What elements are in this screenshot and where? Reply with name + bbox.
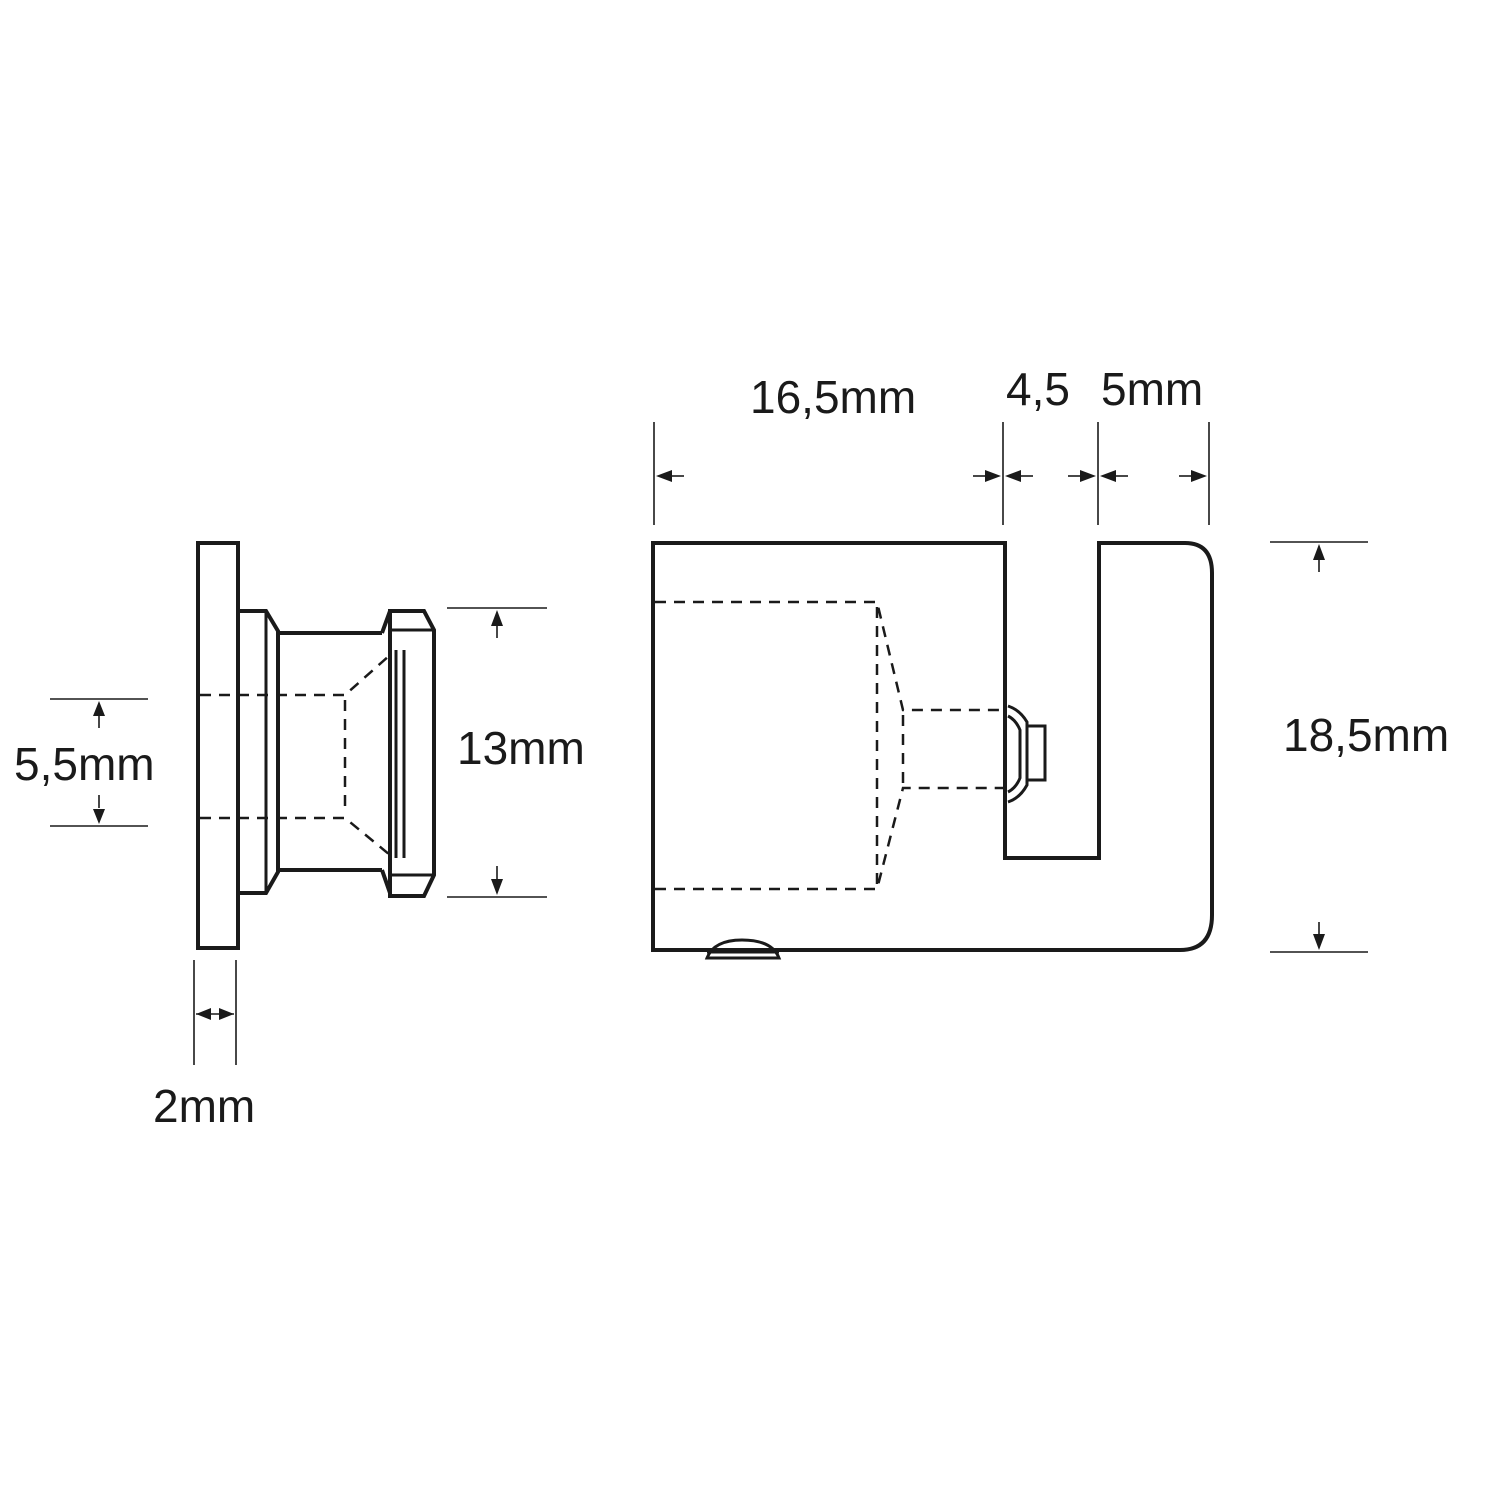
dim-body-height bbox=[1270, 541, 1368, 953]
label-screw-diameter: 5,5mm bbox=[14, 738, 155, 790]
dim-screw-diameter bbox=[50, 698, 148, 827]
label-slot-width: 4,5 bbox=[1006, 363, 1070, 415]
neck bbox=[278, 631, 382, 872]
label-backplate-thickness: 2mm bbox=[153, 1080, 256, 1132]
clamp-body bbox=[651, 422, 1368, 960]
collar bbox=[238, 609, 280, 895]
backplate bbox=[196, 541, 240, 950]
hidden-bore-left bbox=[200, 654, 391, 856]
label-body-height: 18,5mm bbox=[1283, 709, 1450, 761]
label-lip-width: 5mm bbox=[1101, 363, 1204, 415]
label-body-length: 16,5mm bbox=[750, 371, 917, 423]
dim-backplate-thickness bbox=[193, 960, 237, 1065]
standoff-part bbox=[50, 541, 547, 1065]
dim-top bbox=[653, 422, 1210, 525]
hidden-cavity bbox=[655, 600, 1005, 891]
clamp-outline bbox=[651, 541, 1214, 952]
dim-washer-diameter bbox=[447, 607, 547, 898]
label-washer-diameter: 13mm bbox=[457, 722, 585, 774]
set-screw bbox=[1007, 704, 1047, 804]
